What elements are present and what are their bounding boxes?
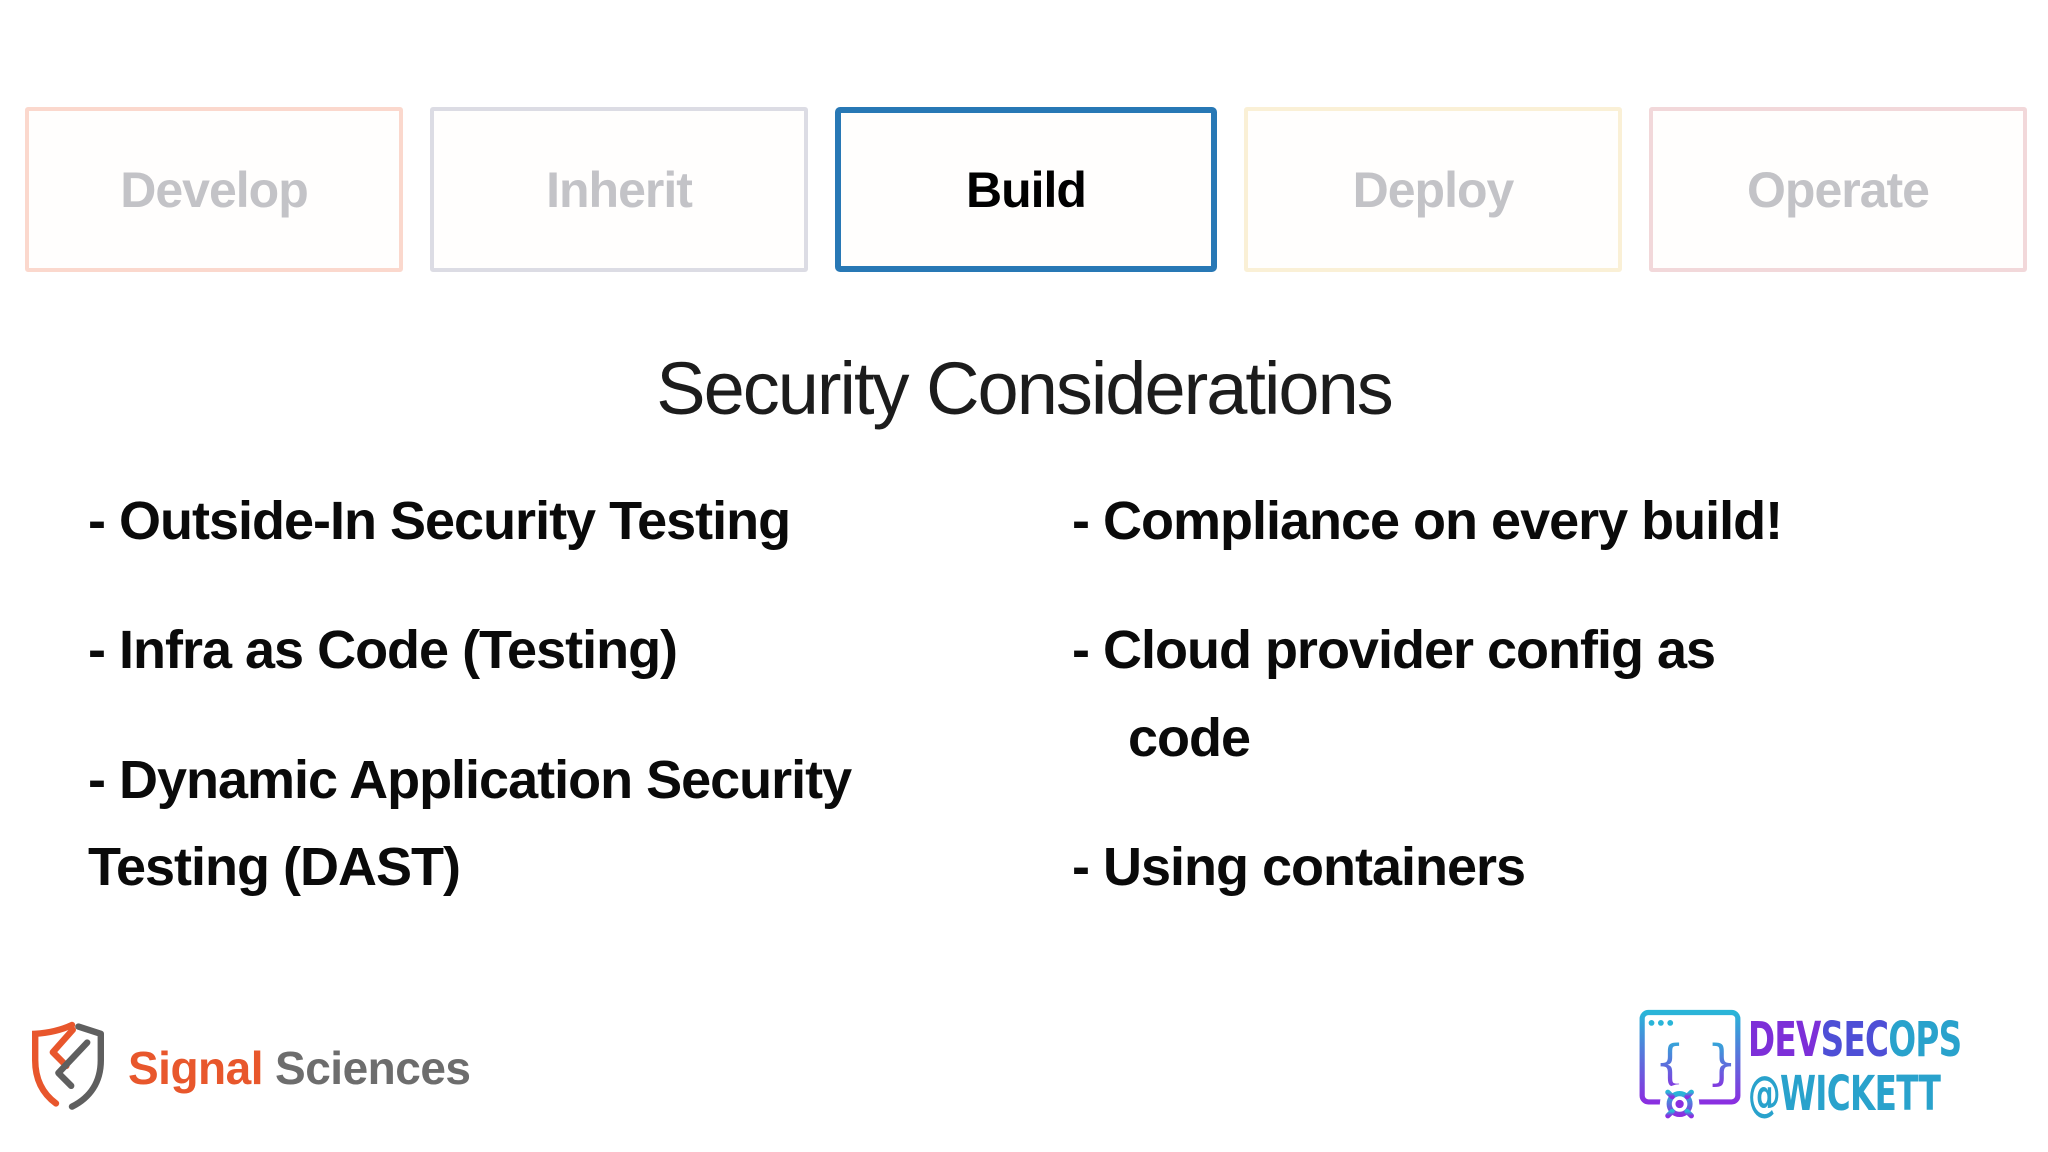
shield-s-icon: [28, 1020, 108, 1115]
sciences-word: Sciences: [275, 1041, 471, 1094]
bullet-item: - Cloud provider config as code: [1072, 620, 1716, 768]
page-title: Security Considerations: [656, 347, 1393, 430]
bullet-item: - Dynamic Application Security Testing (…: [88, 749, 852, 898]
stage-operate[interactable]: Operate: [1649, 107, 2027, 272]
dev-segment: DEV: [1748, 1011, 1821, 1068]
devsecops-line1: DEVSECOPS: [1748, 1011, 1962, 1068]
svg-text:}: }: [1707, 1036, 1737, 1091]
stage-develop-label: Develop: [120, 161, 309, 218]
stage-deploy-label: Deploy: [1352, 161, 1515, 218]
stage-develop[interactable]: Develop: [25, 107, 403, 272]
browser-gear-icon: { }: [1638, 1006, 1742, 1129]
sec-segment: SEC: [1820, 1011, 1889, 1068]
wickett-handle: @WICKETT: [1748, 1065, 1941, 1122]
bullet-item: - Outside-In Security Testing: [88, 491, 791, 551]
svg-text:{: {: [1655, 1036, 1685, 1091]
devsecops-wordmark: DEVSECOPS @WICKETT: [1748, 1011, 1962, 1122]
pipeline-stages: Develop Inherit Build Deploy Operate: [25, 107, 2027, 272]
bullet-item: - Infra as Code (Testing): [88, 620, 678, 681]
stage-operate-label: Operate: [1747, 161, 1930, 218]
bullet-column-left: - Outside-In Security Testing - Infra as…: [88, 478, 1078, 954]
stage-build-active[interactable]: Build: [835, 107, 1217, 272]
signal-word: Signal: [128, 1041, 264, 1094]
ops-segment: OPS: [1888, 1011, 1962, 1068]
stage-build-label: Build: [966, 161, 1087, 218]
bullet-item: - Using containers: [1072, 837, 1526, 898]
stage-inherit[interactable]: Inherit: [430, 107, 808, 272]
devsecops-wickett-logo: { }: [1638, 1006, 2048, 1129]
bullet-item: - Compliance on every build!: [1072, 491, 1783, 551]
stage-deploy[interactable]: Deploy: [1244, 107, 1622, 272]
bullet-column-right: - Compliance on every build! - Cloud pro…: [1072, 478, 2002, 954]
stage-inherit-label: Inherit: [546, 161, 693, 218]
